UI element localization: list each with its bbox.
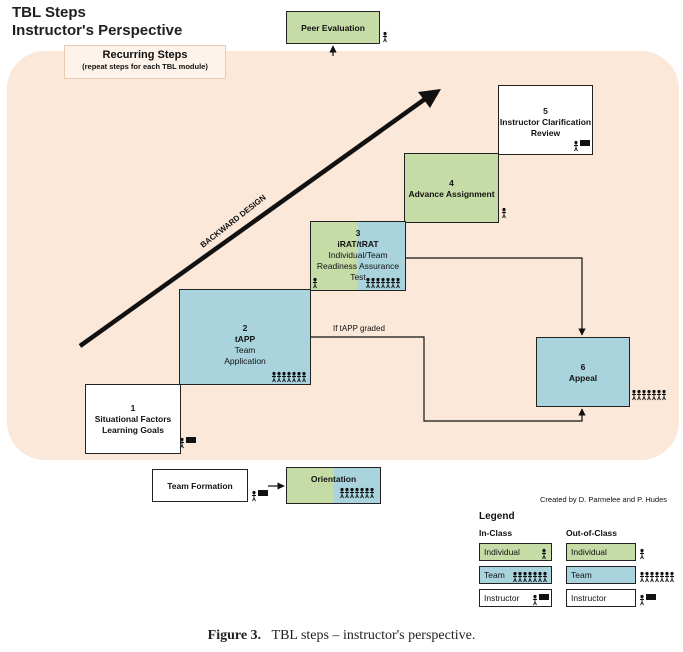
step-1-line-2: Learning Goals [102,425,164,435]
step-3-number: 3 [355,228,361,238]
step-6-name: Appeal [568,373,598,383]
title-line-1: TBL Steps [12,4,86,21]
backward-design-arrow [78,92,434,348]
figure-caption: Figure 3. TBL steps – instructor's persp… [0,628,683,644]
instructor-icon [639,594,656,606]
peer-evaluation-label: Peer Evaluation [301,23,365,33]
recurring-steps-label: Recurring Steps (repeat steps for each T… [64,45,226,79]
instructor-icon [179,437,196,449]
step-3-name: iRAT/tRAT [337,239,379,249]
legend-title: Legend [479,511,515,522]
credit-text: Created by D. Parmelee and P. Hudes [540,495,668,504]
tapp-to-appeal-connector [311,336,586,422]
team-icon [512,571,548,583]
person-icon [501,207,507,219]
person-icon [541,548,547,560]
orientation-label: Orientation [310,474,357,484]
legend-out-of-class-individual: Individual [566,543,636,561]
legend-out-of-class-heading: Out-of-Class [566,528,617,538]
team-formation-label: Team Formation [167,481,233,491]
title-line-2: Instructor's Perspective [12,22,183,39]
legend-team-label: Team [484,570,505,580]
step-1-number: 1 [130,403,136,413]
diagram-title: TBL Steps Instructor's Perspective [12,4,182,40]
team-icon [271,371,307,383]
person-icon [639,548,645,560]
team-icon [631,389,667,401]
step-5-line-1: Instructor Clarification [499,117,592,127]
team-icon [339,487,375,499]
step-2-number: 2 [242,323,248,333]
step-4-name: Advance Assignment [408,189,495,199]
step-2-box: 2 tAPP Team Application [179,289,311,385]
peer-evaluation-box: Peer Evaluation [286,11,380,44]
legend-instructor-label: Instructor [484,593,520,603]
step-6-box: 6 Appeal [536,337,630,407]
team-icon [639,571,675,583]
step-3-box: 3 iRAT/tRAT Individual/Team Readiness As… [310,221,406,291]
step-2-line-2: Application [224,356,266,366]
step-1-line-1: Situational Factors [94,414,172,424]
step-5-number: 5 [543,106,548,116]
legend-out-of-class-instructor: Instructor [566,589,636,607]
recurring-subheading: (repeat steps for each TBL module) [82,62,208,71]
person-icon [382,31,388,43]
step-5-line-2: Review [530,128,561,138]
legend-in-class-heading: In-Class [479,528,513,538]
instructor-icon [532,594,549,606]
step3-to-appeal-connector [406,257,586,336]
if-tapp-graded-label: If tAPP graded [333,324,385,333]
team-formation-box: Team Formation [152,469,248,502]
legend-individual-label: Individual [484,547,520,557]
orientation-box: Orientation [286,467,381,504]
caption-label: Figure 3. [207,628,262,643]
step-2-line-1: Team [234,345,256,355]
recurring-heading: Recurring Steps [102,49,188,61]
step-4-box: 4 Advance Assignment [404,153,499,223]
caption-text: TBL steps – instructor's perspective. [271,628,476,643]
step-3-line-3: Test [350,272,366,282]
step-6-number: 6 [580,362,586,372]
backward-design-arrowhead [418,89,441,108]
legend-out-of-class-team: Team [566,566,636,584]
step-2-name: tAPP [234,334,256,344]
legend-instructor-label-out: Instructor [571,593,607,603]
legend-in-class-instructor: Instructor [479,589,552,607]
legend-in-class-individual: Individual [479,543,552,561]
instructor-icon [251,490,268,502]
instructor-icon [573,140,590,152]
legend-individual-label-out: Individual [571,547,607,557]
legend-team-label-out: Team [571,570,592,580]
person-icon [312,277,318,289]
team-icon [365,277,401,289]
step-1-box: 1 Situational Factors Learning Goals [85,384,181,454]
step-3-line-1: Individual/Team [328,250,388,260]
step-4-number: 4 [449,178,454,188]
step-3-line-2: Readiness Assurance [316,261,400,271]
